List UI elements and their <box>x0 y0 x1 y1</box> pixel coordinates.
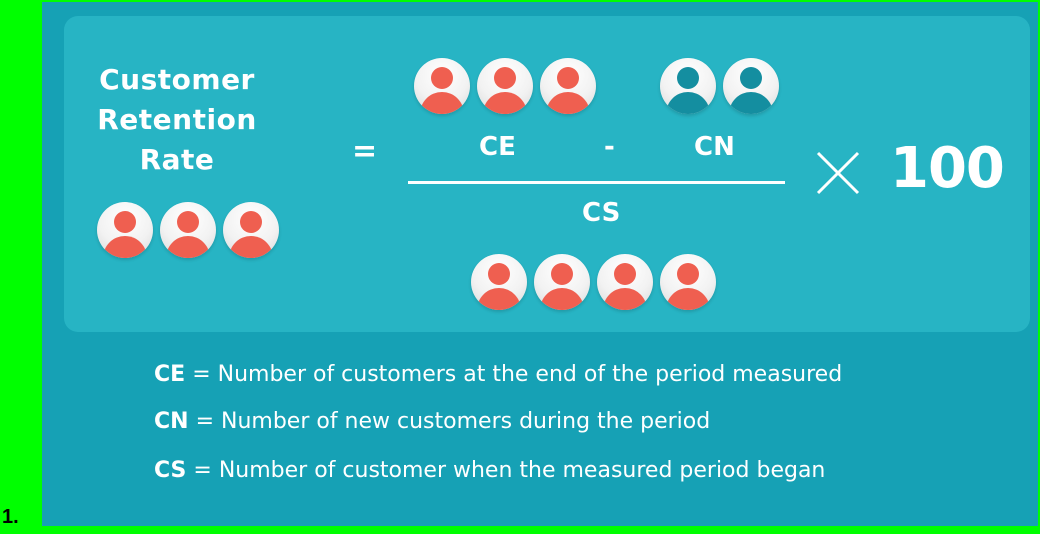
customer-avatar-icon <box>471 254 527 310</box>
cn-label: CN <box>694 132 735 162</box>
customer-avatar-icon <box>540 58 596 114</box>
title-customer-icons <box>97 202 279 258</box>
item-number: 1. <box>2 506 19 528</box>
fraction-bar <box>408 181 785 184</box>
ce-customer-icons <box>414 58 596 114</box>
title-line-1: Customer <box>99 63 255 96</box>
ce-label: CE <box>479 132 516 162</box>
customer-avatar-icon <box>597 254 653 310</box>
infographic: Customer Retention Rate = CE - CN CS 100… <box>42 2 1038 526</box>
customer-avatar-icon <box>723 58 779 114</box>
legend-cn: CN = Number of new customers during the … <box>154 409 710 434</box>
cs-customer-icons <box>471 254 716 310</box>
legend-term: CN <box>154 409 189 434</box>
minus-sign: - <box>604 132 615 162</box>
customer-avatar-icon <box>160 202 216 258</box>
multiplier-value: 100 <box>890 136 1005 201</box>
customer-avatar-icon <box>97 202 153 258</box>
customer-avatar-icon <box>534 254 590 310</box>
title-line-3: Rate <box>139 143 215 176</box>
multiply-icon <box>816 151 860 195</box>
legend-cs: CS = Number of customer when the measure… <box>154 458 825 483</box>
customer-avatar-icon <box>660 254 716 310</box>
customer-avatar-icon <box>414 58 470 114</box>
legend-definition: = Number of customer when the measured p… <box>193 458 826 483</box>
customer-avatar-icon <box>477 58 533 114</box>
cs-label: CS <box>582 198 621 228</box>
cn-customer-icons <box>660 58 779 114</box>
legend-term: CE <box>154 362 186 387</box>
customer-avatar-icon <box>223 202 279 258</box>
equals-sign: = <box>352 134 378 169</box>
legend-definition: = Number of new customers during the per… <box>195 409 711 434</box>
legend-definition: = Number of customers at the end of the … <box>192 362 843 387</box>
legend-ce: CE = Number of customers at the end of t… <box>154 362 842 387</box>
customer-avatar-icon <box>660 58 716 114</box>
title-line-2: Retention <box>97 103 257 136</box>
formula-title: Customer Retention Rate <box>82 60 272 180</box>
legend-term: CS <box>154 458 187 483</box>
